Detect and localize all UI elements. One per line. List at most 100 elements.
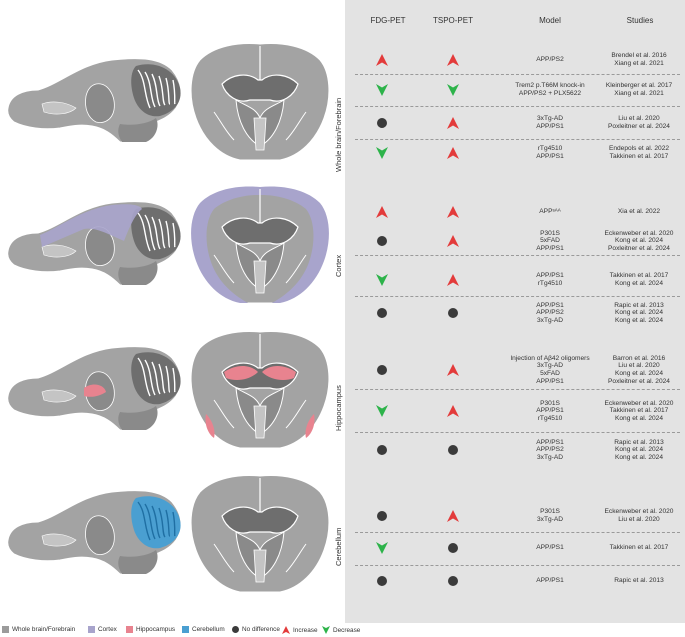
legend-swatch bbox=[182, 626, 189, 633]
legend-decrease-arrow-icon bbox=[322, 626, 330, 634]
model-cell: APP/PS1 bbox=[475, 544, 625, 552]
study-citation: Eckenweber et al. 2020 bbox=[604, 508, 674, 516]
coronal-brain-hippocampus bbox=[190, 331, 330, 449]
legend-item: Increase bbox=[282, 626, 318, 634]
model-line: APP/PS1 bbox=[536, 272, 564, 280]
brain-set-cortex bbox=[7, 186, 330, 304]
tspo-increase-arrow-icon bbox=[447, 54, 459, 66]
legend-item: No difference bbox=[232, 626, 280, 633]
brain-set-whole-brain bbox=[7, 43, 330, 161]
legend-label: Whole brain/Forebrain bbox=[12, 626, 76, 633]
model-line: P301S bbox=[540, 399, 560, 407]
legend-item: Cortex bbox=[88, 626, 117, 633]
model-line: APP/PS2 + PLX5622 bbox=[518, 89, 582, 97]
sagittal-cerebellum bbox=[131, 207, 181, 260]
row-separator bbox=[355, 106, 680, 107]
row-separator bbox=[355, 255, 680, 256]
coronal-hippocampus-left bbox=[224, 366, 258, 380]
model-line: APP/PS2 bbox=[536, 309, 564, 317]
model-line: 3xTg-AD bbox=[536, 316, 563, 324]
legend-item: Cerebellum bbox=[182, 626, 225, 633]
coronal-third-ventricle bbox=[253, 405, 267, 439]
fdg-nodiff-dot bbox=[377, 576, 387, 586]
coronal-ventricle-band bbox=[221, 506, 299, 534]
model-cell: APPˢᴬᴬ bbox=[475, 208, 625, 216]
coronal-outline bbox=[190, 43, 330, 161]
tspo-increase-arrow-icon bbox=[447, 405, 459, 417]
tspo-increase-arrow-icon bbox=[447, 274, 459, 286]
study-citation: Xiang et al. 2021 bbox=[614, 59, 664, 67]
study-citation: Takkinen et al. 2017 bbox=[609, 544, 669, 552]
brain-set-cerebellum bbox=[7, 475, 330, 593]
coronal-ventricle-band bbox=[221, 74, 299, 102]
model-line: P301S bbox=[540, 229, 560, 237]
region-label-cerebellum: Cerebellum bbox=[334, 527, 343, 566]
sagittal-midbrain bbox=[85, 226, 115, 266]
sagittal-brain-cerebellum bbox=[7, 490, 182, 575]
study-citation: Poxleitner et al. 2024 bbox=[608, 244, 670, 252]
sagittal-cerebellum bbox=[131, 64, 181, 117]
legend-item: Decrease bbox=[322, 626, 360, 634]
row-separator bbox=[355, 389, 680, 390]
row-separator bbox=[355, 139, 680, 140]
coronal-contour-left bbox=[213, 254, 235, 284]
region-label-whole-brain: Whole brain/Forebrain bbox=[334, 97, 343, 172]
study-citation: Takkinen et al. 2017 bbox=[609, 407, 669, 415]
fdg-nodiff-dot bbox=[377, 236, 387, 246]
model-line: APP/PS1 bbox=[536, 301, 564, 309]
coronal-ventral-hippocampus-left bbox=[205, 414, 215, 438]
region-label-cortex: Cortex bbox=[334, 254, 343, 277]
coronal-outline bbox=[190, 475, 330, 593]
model-line: Injection of Aβ42 oligomers bbox=[510, 354, 590, 362]
study-citation: Liu et al. 2020 bbox=[618, 115, 660, 123]
fdg-decrease-arrow-icon bbox=[376, 274, 388, 286]
tspo-nodiff-dot bbox=[448, 543, 458, 553]
tspo-increase-arrow-icon bbox=[447, 147, 459, 159]
study-citation: Rapic et al. 2013 bbox=[614, 577, 664, 585]
coronal-hippocampus-right bbox=[262, 366, 296, 380]
header-studies: Studies bbox=[626, 16, 654, 25]
study-citation: Takkinen et al. 2017 bbox=[609, 272, 669, 280]
tspo-increase-arrow-icon bbox=[447, 117, 459, 129]
coronal-ventricle-band bbox=[221, 217, 299, 245]
coronal-brain-cerebellum bbox=[190, 475, 330, 593]
study-citation: Eckenweber et al. 2020 bbox=[604, 229, 674, 237]
model-line: 3xTg-AD bbox=[536, 362, 563, 370]
tspo-increase-arrow-icon bbox=[447, 364, 459, 376]
fdg-decrease-arrow-icon bbox=[376, 147, 388, 159]
model-line: rTg4510 bbox=[537, 414, 563, 422]
study-citation: Xia et al. 2022 bbox=[617, 208, 661, 216]
model-line: APP/PS1 bbox=[536, 152, 564, 160]
tspo-increase-arrow-icon bbox=[447, 206, 459, 218]
fdg-nodiff-dot bbox=[377, 445, 387, 455]
study-citation: Rapic et al. 2013 bbox=[614, 438, 664, 446]
model-line: APP/PS2 bbox=[536, 56, 564, 64]
coronal-contour-right bbox=[285, 111, 307, 141]
sagittal-cortex-region bbox=[40, 204, 142, 247]
model-line: APP/PS1 bbox=[536, 122, 564, 130]
header-fdg-pet: FDG-PET bbox=[370, 16, 406, 25]
legend-label: Decrease bbox=[333, 626, 361, 634]
model-line: Trem2 p.T66M knock-in bbox=[515, 82, 585, 90]
header-model: Model bbox=[539, 16, 561, 25]
study-citation: Liu et al. 2020 bbox=[618, 362, 660, 370]
model-line: 5xFAD bbox=[540, 369, 560, 377]
study-citation: Kong et al. 2024 bbox=[614, 279, 664, 287]
row-separator bbox=[355, 565, 680, 566]
sagittal-striatum bbox=[41, 533, 77, 547]
model-cell: APP/PS1 bbox=[475, 577, 625, 585]
coronal-brain-cortex bbox=[190, 186, 330, 304]
legend-swatch bbox=[126, 626, 133, 633]
